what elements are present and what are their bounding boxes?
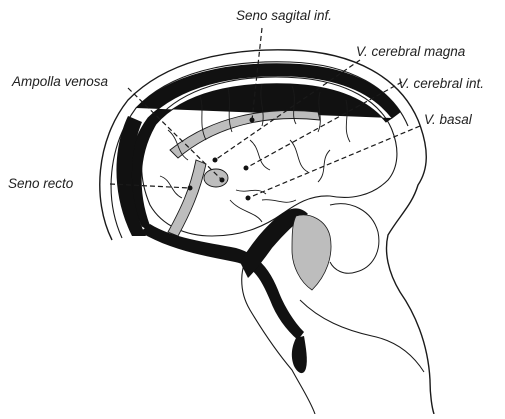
jugular-vein (292, 336, 307, 373)
straight-sinus (168, 160, 206, 236)
label-v-cerebral-magna: V. cerebral magna (356, 44, 465, 60)
label-seno-sagital-inf: Seno sagital inf. (236, 8, 332, 24)
jaw-contour (300, 300, 424, 372)
label-seno-recto: Seno recto (8, 176, 73, 192)
transverse-sigmoid-sinus (140, 224, 304, 340)
leader-v-basal (248, 126, 420, 198)
label-v-cerebral-int: V. cerebral int. (398, 76, 484, 92)
label-v-basal: V. basal (424, 112, 472, 128)
pterygoid-plexus (292, 215, 331, 290)
vein-of-galen-ampulla (204, 169, 228, 187)
label-ampolla-venosa: Ampolla venosa (12, 74, 108, 90)
ear-contour (330, 204, 379, 274)
superior-sagittal-sinus (130, 64, 400, 232)
